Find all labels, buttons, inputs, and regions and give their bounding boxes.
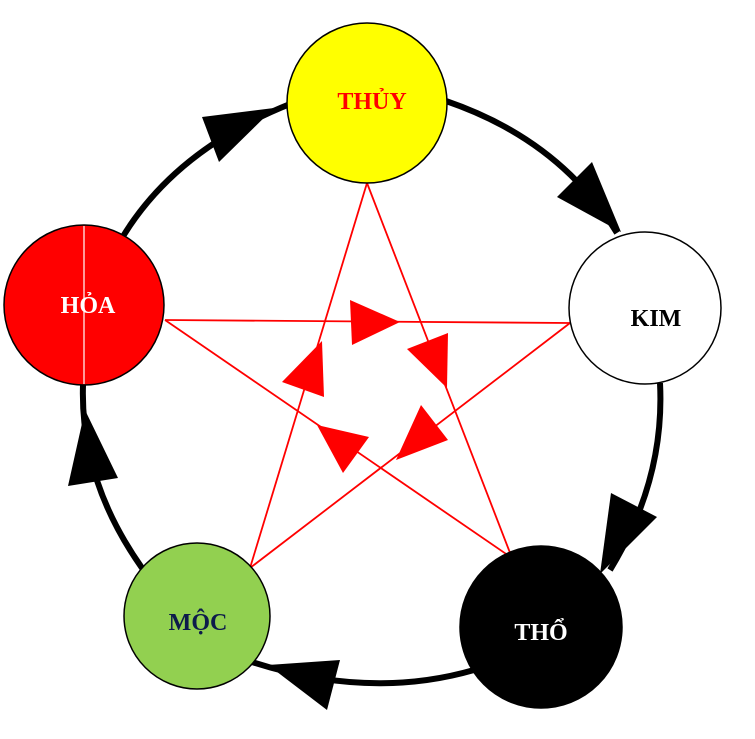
node-kim-label: KIM — [631, 306, 682, 332]
star-arrow-kim-moc — [396, 405, 448, 460]
node-moc-circle — [123, 542, 271, 690]
node-moc: MỘC — [123, 542, 271, 690]
inner-arrowheads — [282, 300, 448, 473]
node-thuy-circle — [286, 22, 448, 184]
arrow-tho-moc — [268, 660, 340, 710]
node-hoa: HỎA — [3, 224, 165, 386]
star-arrow-hoa-kim — [350, 300, 400, 345]
node-kim-circle — [568, 231, 722, 385]
outer-arrowheads — [68, 108, 657, 710]
arrow-moc-hoa — [68, 410, 118, 486]
node-tho: THỔ — [459, 545, 623, 709]
node-moc-label: MỘC — [169, 610, 228, 636]
node-thuy-label: THỦY — [337, 89, 406, 115]
node-tho-label: THỔ — [514, 619, 567, 646]
star-arrow-thuy-tho — [407, 333, 448, 388]
star-arrow-moc-thuy — [282, 341, 324, 397]
node-tho-circle — [459, 545, 623, 709]
node-hoa-label: HỎA — [61, 293, 116, 319]
node-thuy: THỦY — [286, 22, 448, 184]
arrow-thuy-kim — [557, 162, 621, 232]
inner-star — [164, 182, 571, 569]
node-kim: KIM — [568, 231, 722, 385]
arrow-hoa-thuy — [202, 108, 274, 162]
arrow-kim-tho — [600, 493, 657, 574]
star-arrow-tho-hoa — [317, 425, 369, 473]
